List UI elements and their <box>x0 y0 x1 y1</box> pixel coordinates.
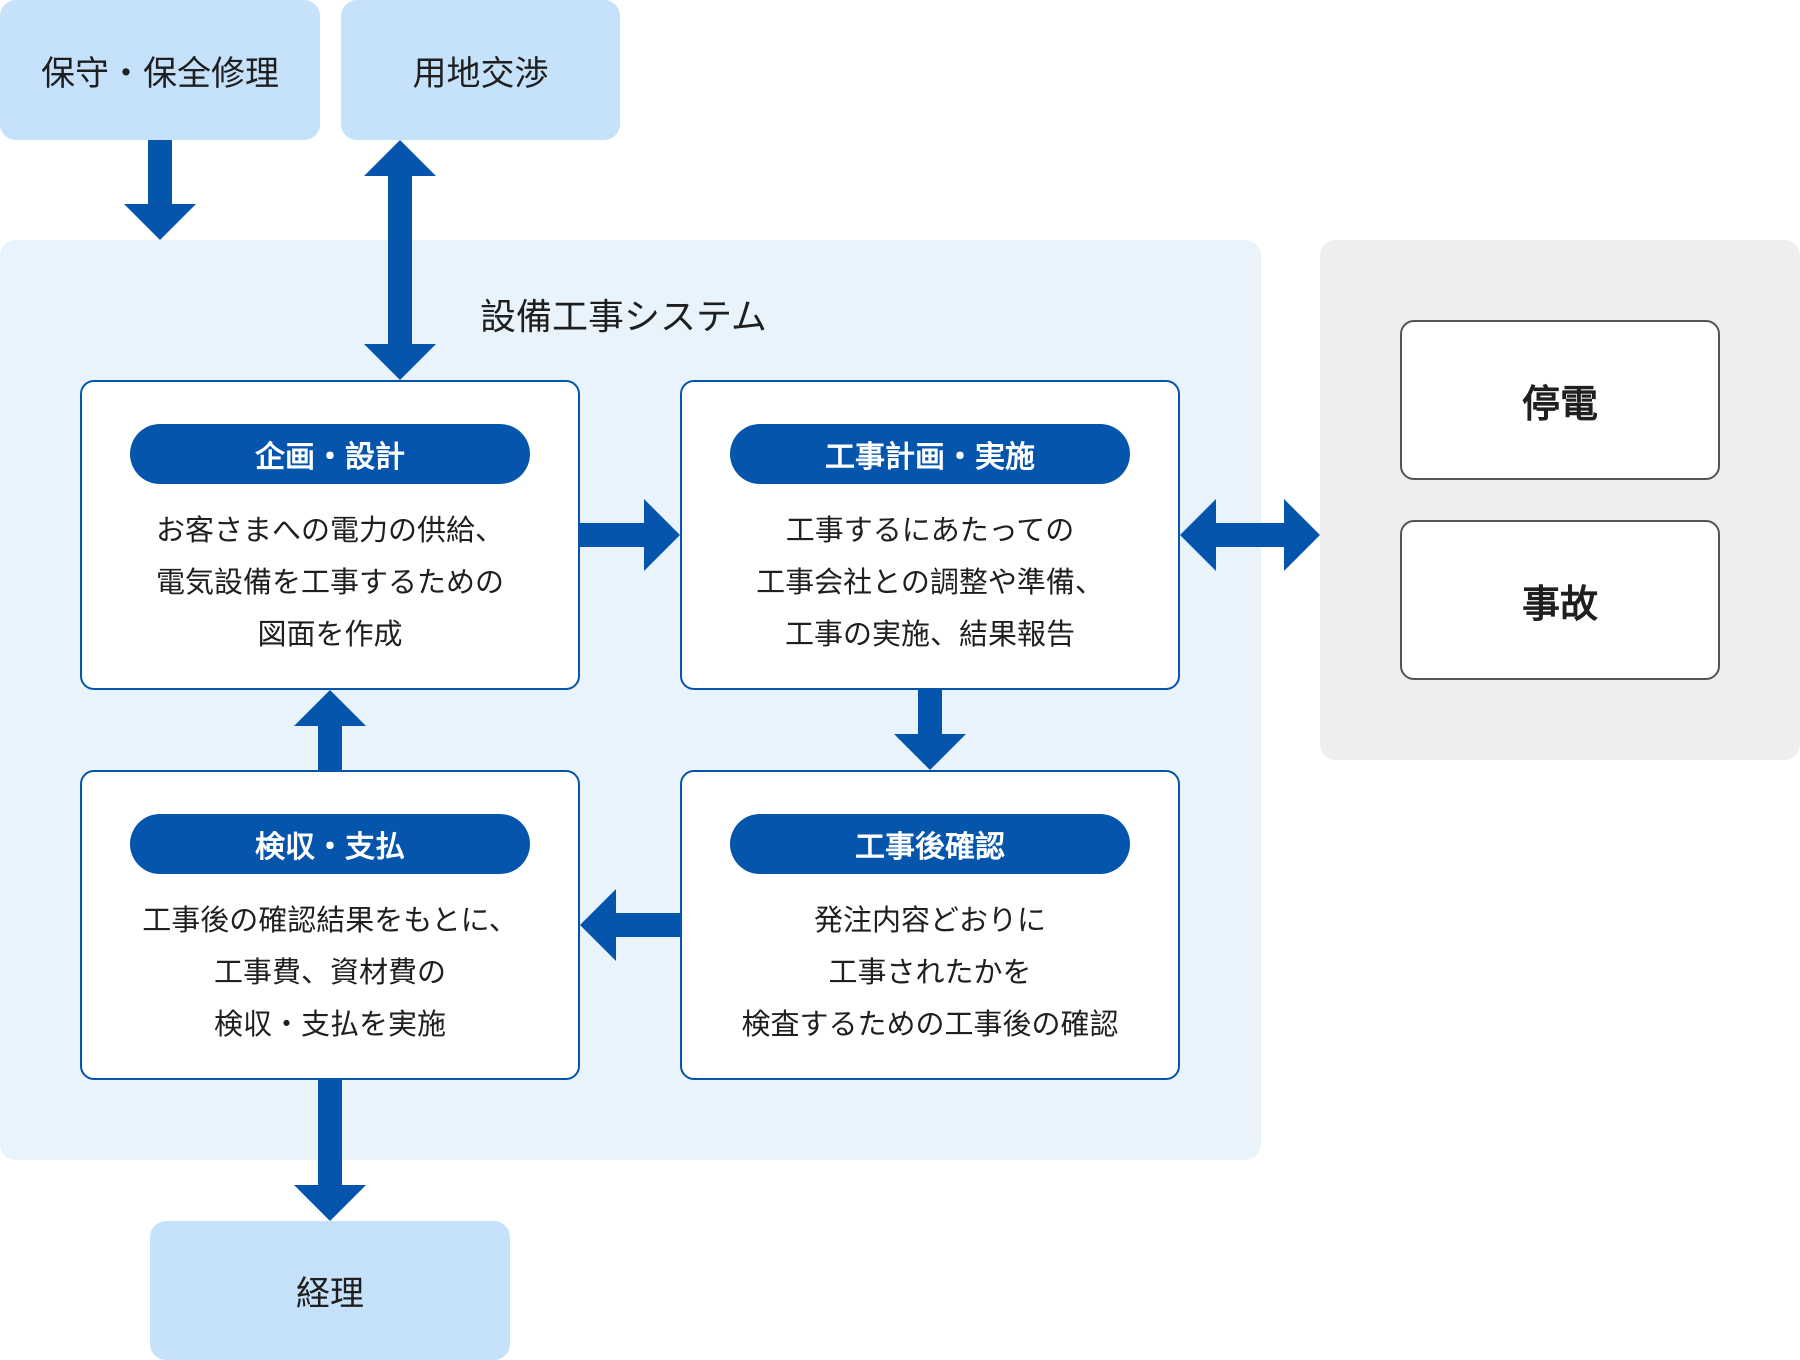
outage-box: 停電 <box>1400 320 1720 480</box>
arrow-maintenance-to-system <box>124 140 196 240</box>
execution-title: 工事計画・実施 <box>730 424 1130 484</box>
accident-box: 事故 <box>1400 520 1720 680</box>
planning-title: 企画・設計 <box>130 424 530 484</box>
payment-line: 工事後の確認結果をもとに、 <box>142 903 518 937</box>
land-negotiation-label: 用地交渉 <box>412 53 549 94</box>
land-negotiation-box: 用地交渉 <box>341 0 620 140</box>
maintenance-box: 保守・保全修理 <box>0 0 320 140</box>
maintenance-label: 保守・保全修理 <box>41 53 279 94</box>
accident-label: 事故 <box>1521 581 1598 626</box>
accounting-box: 経理 <box>150 1221 510 1360</box>
execution-description: 工事するにあたっての 工事会社との調整や準備、 工事の実施、結果報告 <box>682 504 1178 660</box>
execution-line: 工事するにあたっての <box>785 513 1075 547</box>
planning-description: お客さまへの電力の供給、 電気設備を工事するための 図面を作成 <box>82 504 578 660</box>
inspection-title: 工事後確認 <box>730 814 1130 874</box>
planning-line: お客さまへの電力の供給、 <box>155 513 504 547</box>
system-title: 設備工事システム <box>480 297 767 338</box>
execution-card: 工事計画・実施 工事するにあたっての 工事会社との調整や準備、 工事の実施、結果… <box>680 380 1180 690</box>
execution-line: 工事の実施、結果報告 <box>784 617 1075 651</box>
inspection-card: 工事後確認 発注内容どおりに 工事されたかを 検査するための工事後の確認 <box>680 770 1180 1080</box>
outage-label: 停電 <box>1521 381 1598 426</box>
inspection-line: 検査するための工事後の確認 <box>741 1007 1119 1041</box>
payment-line: 工事費、資材費の <box>213 955 446 989</box>
payment-line: 検収・支払を実施 <box>213 1007 446 1041</box>
inspection-line: 工事されたかを <box>828 955 1032 989</box>
inspection-line: 発注内容どおりに <box>813 903 1046 937</box>
planning-line: 電気設備を工事するための <box>155 565 504 599</box>
inspection-description: 発注内容どおりに 工事されたかを 検査するための工事後の確認 <box>682 894 1178 1050</box>
payment-card: 検収・支払 工事後の確認結果をもとに、 工事費、資材費の 検収・支払を実施 <box>80 770 580 1080</box>
execution-line: 工事会社との調整や準備、 <box>756 565 1104 599</box>
payment-description: 工事後の確認結果をもとに、 工事費、資材費の 検収・支払を実施 <box>82 894 578 1050</box>
incident-panel <box>1320 240 1800 760</box>
planning-card: 企画・設計 お客さまへの電力の供給、 電気設備を工事するための 図面を作成 <box>80 380 580 690</box>
planning-line: 図面を作成 <box>257 617 403 651</box>
accounting-label: 経理 <box>296 1274 364 1314</box>
payment-title: 検収・支払 <box>130 814 530 874</box>
